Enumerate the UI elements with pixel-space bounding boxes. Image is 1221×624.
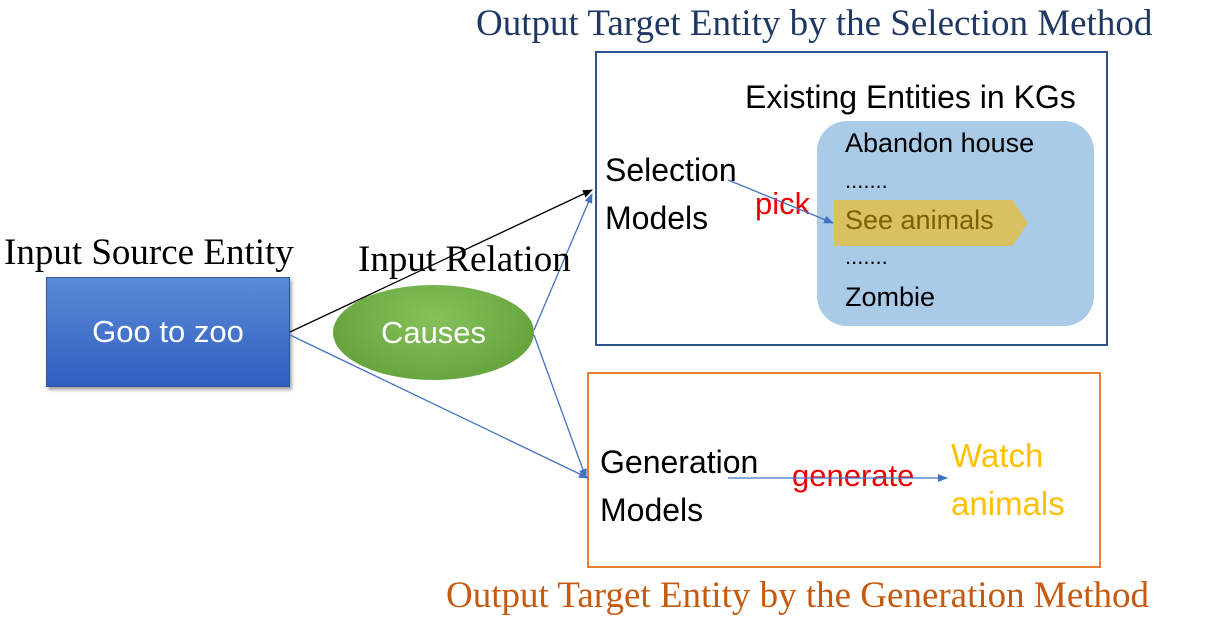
kg-entities-label: Existing Entities in KGs <box>745 79 1076 115</box>
source-to-generation-arrow <box>289 334 589 479</box>
selection-method-box <box>595 51 1108 346</box>
source-entity-box: Goo to zoo <box>46 277 290 387</box>
selection-models-label: Selection Models <box>605 152 737 236</box>
relation-to-selection-arrow <box>533 193 593 331</box>
selected-entity-label: See animals <box>845 205 994 235</box>
input-source-label: Input Source Entity <box>4 232 294 273</box>
source-to-selection-arrow <box>289 189 593 333</box>
generated-entity-label: Watch animals <box>951 437 1065 522</box>
pick-action-label: pick <box>755 186 811 221</box>
generation-method-title: Output Target Entity by the Generation M… <box>446 575 1150 616</box>
pick-arrow <box>727 179 834 224</box>
kg-entity-ellipsis: ....... <box>845 244 888 269</box>
input-relation-label: Input Relation <box>358 239 571 280</box>
selection-method-title: Output Target Entity by the Selection Me… <box>476 3 1153 44</box>
relation-to-generation-arrow <box>533 334 587 479</box>
relation-ellipse: Causes <box>333 285 534 380</box>
kg-entity-item: Abandon house <box>845 128 1035 158</box>
relation-text: Causes <box>380 314 487 350</box>
generation-method-box <box>587 372 1101 568</box>
source-entity-text: Goo to zoo <box>92 314 244 349</box>
kg-entity-item: Zombie <box>845 282 936 312</box>
kg-entity-ellipsis: ....... <box>845 168 888 193</box>
generation-models-label: Generation Models <box>600 444 759 528</box>
generate-action-label: generate <box>792 458 915 493</box>
selected-entity-tag <box>834 200 1028 246</box>
